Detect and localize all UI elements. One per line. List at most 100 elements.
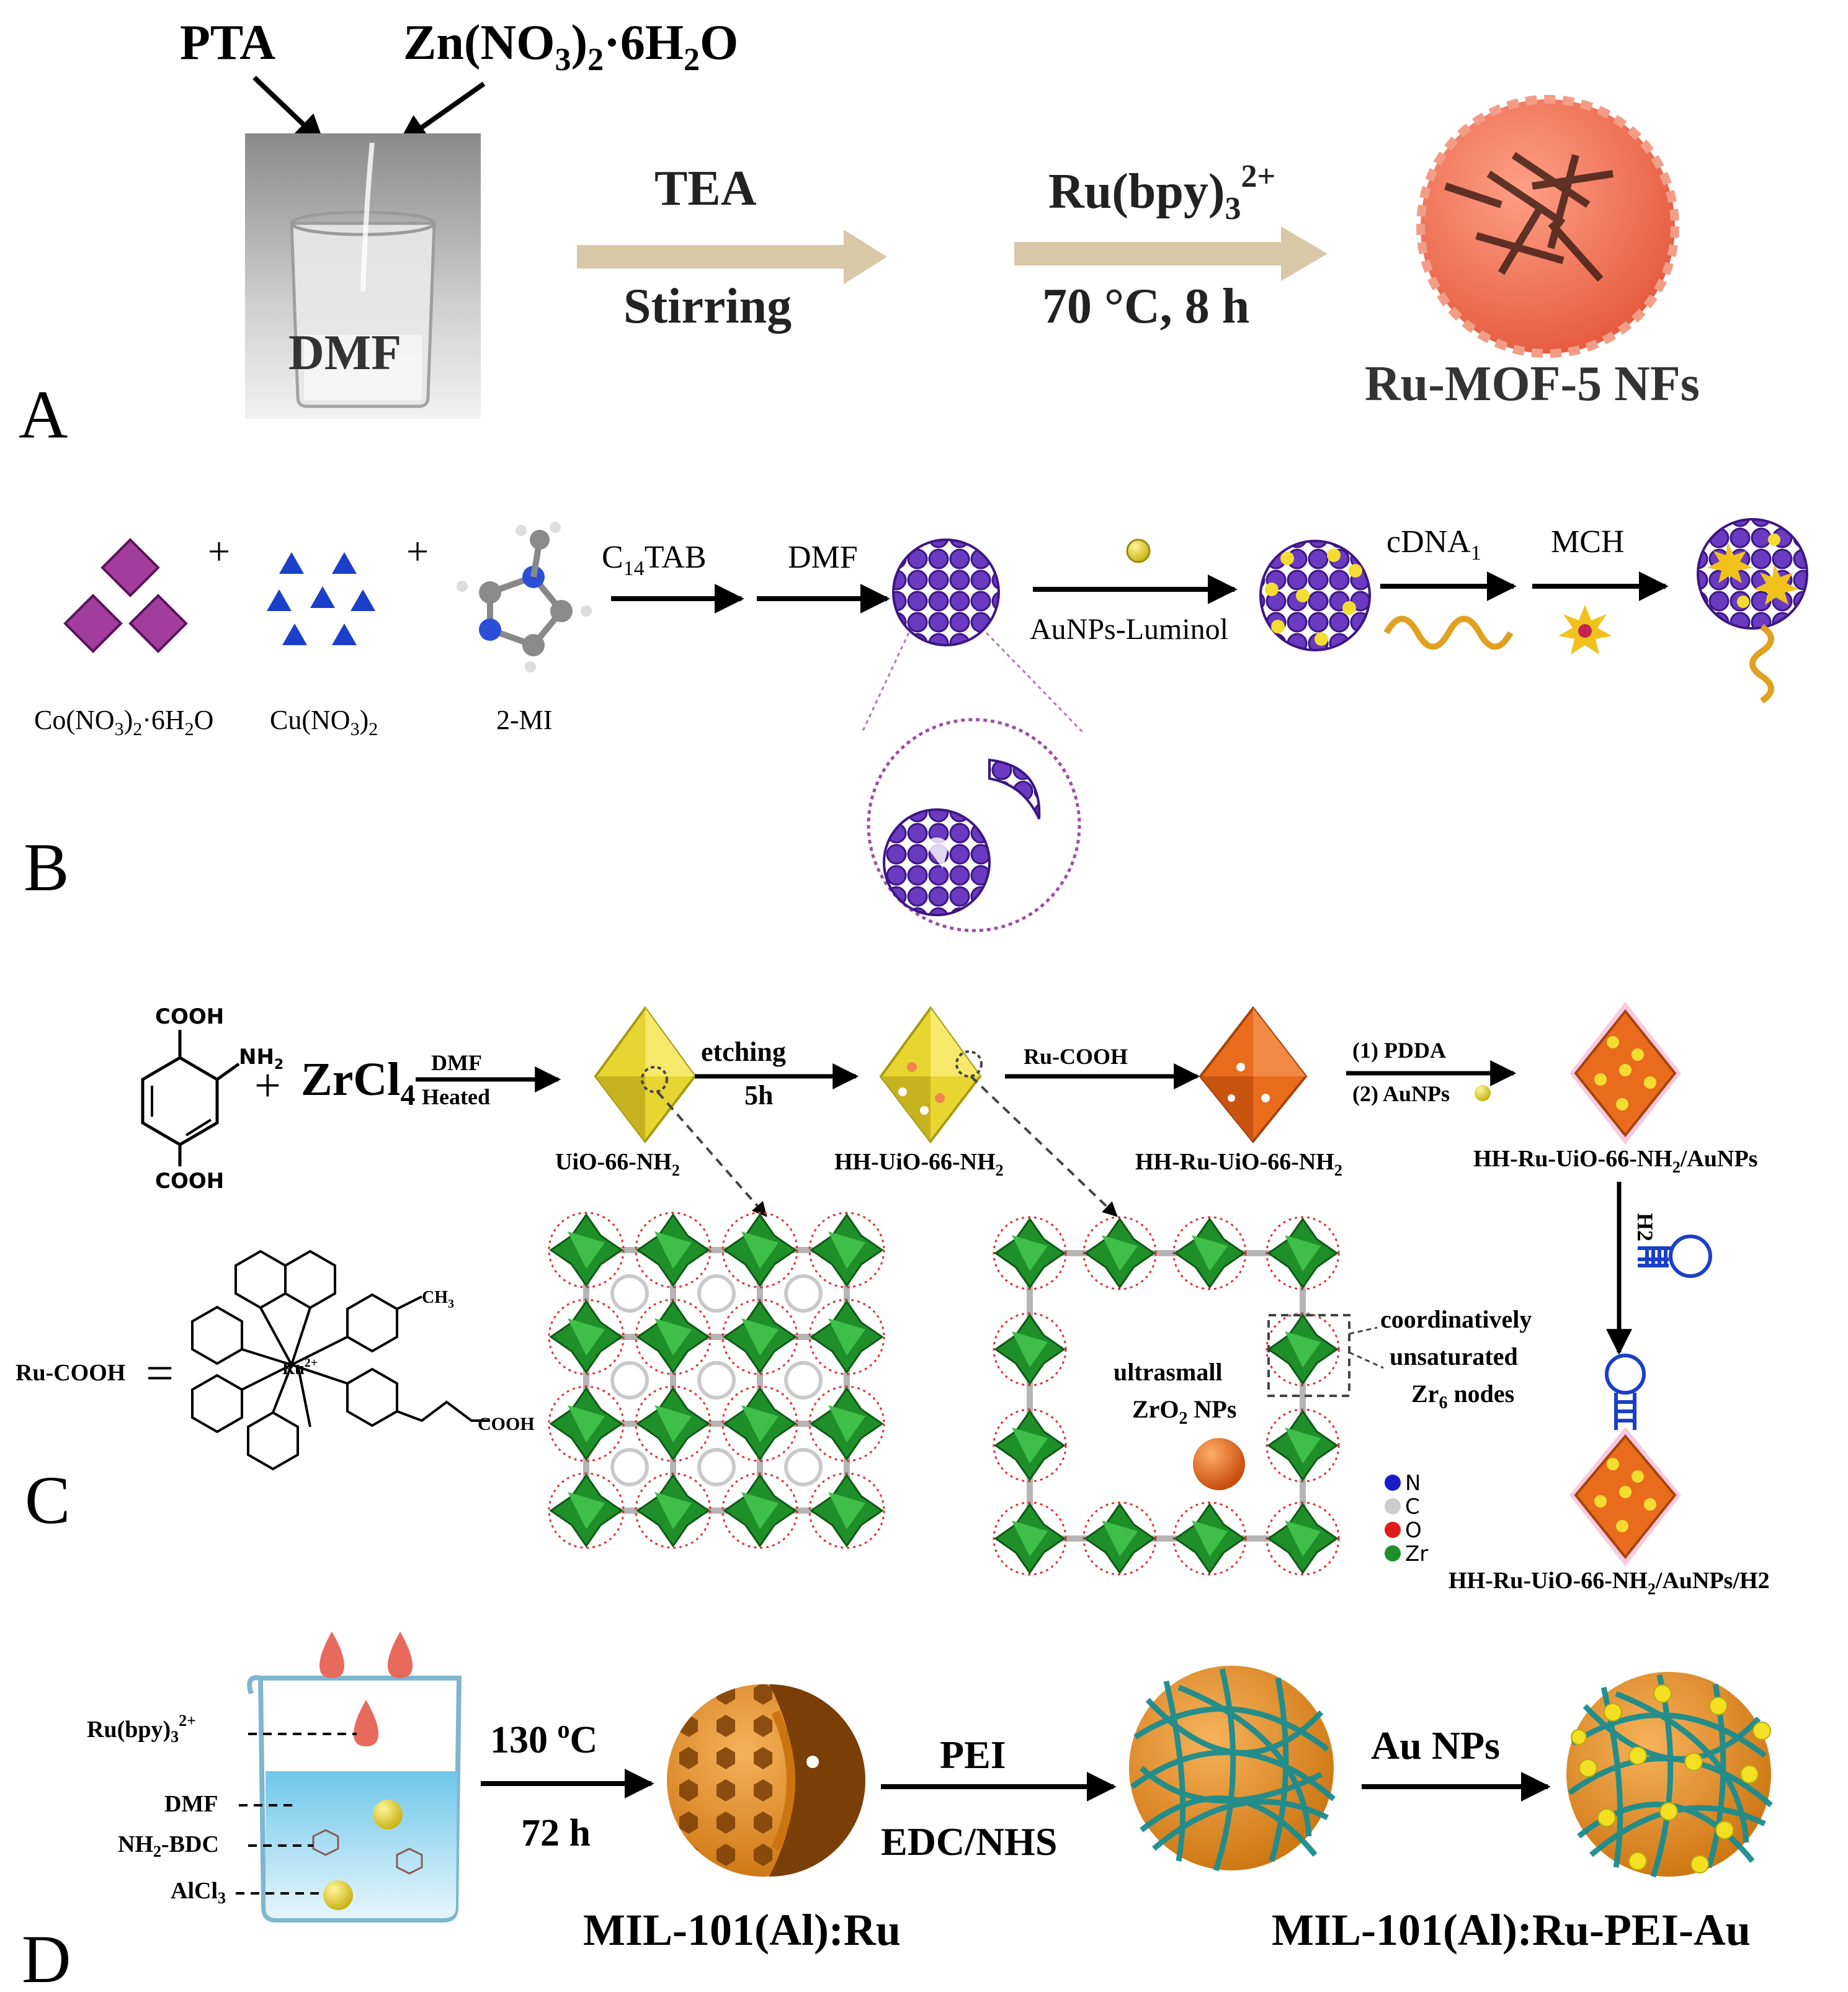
panel-b: B + + xyxy=(24,518,1808,932)
pore xyxy=(697,1274,736,1313)
step-d2-bottom: EDC/NHS xyxy=(881,1820,1058,1864)
zr6-node xyxy=(721,1298,798,1375)
h2-label: H2 xyxy=(1633,1213,1658,1241)
step-c2-top: etching xyxy=(701,1037,786,1067)
co-cu-zif-sphere xyxy=(892,538,1000,646)
arrow-zn-to-beaker xyxy=(398,81,486,145)
unsaturated-node-box xyxy=(1267,1314,1350,1397)
aunp-c-icon xyxy=(1475,1085,1491,1101)
product-ru-mof-5-nfs: Ru-MOF-5 NFs xyxy=(1365,357,1700,411)
product-c1-label: UiO-66-NH2 xyxy=(555,1149,680,1179)
step-b2-label: DMF xyxy=(788,540,858,575)
copper-pyramids xyxy=(267,552,375,645)
step-a1-bottom: Stirring xyxy=(623,279,792,334)
zr6-node xyxy=(548,1298,625,1375)
zrcl4-label: ZrCl4 xyxy=(301,1053,415,1112)
droplet-2 xyxy=(388,1632,413,1678)
hh-uio-66-nh2-octahedron xyxy=(879,1006,983,1144)
legend-c: C xyxy=(1405,1494,1420,1519)
step-d3-top: Au NPs xyxy=(1371,1723,1500,1767)
reagent-copper-nitrate: Cu(NO3)2 xyxy=(270,705,378,739)
zro2-nanoparticle xyxy=(1193,1438,1245,1490)
zif-aunps-sphere xyxy=(1259,540,1371,651)
pore xyxy=(610,1448,649,1486)
zoom-arrow-hh-uio xyxy=(970,1075,1118,1217)
hh-ru-uio-aunps-octahedron xyxy=(1569,1002,1681,1145)
pore xyxy=(697,1448,736,1486)
legend-n: N xyxy=(1405,1471,1421,1496)
reagent-pta: PTA xyxy=(180,16,275,70)
step-d1-bottom: 72 h xyxy=(521,1812,591,1854)
ru-complex-structure xyxy=(191,1249,490,1471)
reagent-zinc-nitrate: Zn(NO3)2·6H2O xyxy=(403,16,738,78)
plus-c: + xyxy=(254,1060,281,1112)
step-d1-top: 130 oC xyxy=(490,1715,597,1761)
panel-a: A PTA Zn(NO3)2·6H2O DMF TEA Stirring Ru(… xyxy=(19,16,1700,452)
beaker-dmf: DMF xyxy=(245,133,481,419)
element-legend: N C O Zr xyxy=(1385,1471,1428,1566)
zr6-node xyxy=(1265,1312,1340,1387)
final-c-hairpin-icon xyxy=(1605,1354,1646,1430)
pore xyxy=(697,1361,736,1400)
annot-zr6-nodes: Zr6 nodes xyxy=(1411,1380,1514,1413)
ch3-label: CH3 xyxy=(422,1288,454,1311)
equals-sign: = xyxy=(146,1346,174,1401)
zr6-node xyxy=(1265,1501,1340,1576)
step-a1-top: TEA xyxy=(654,161,757,216)
zr6-node xyxy=(721,1472,798,1549)
zoom-arrow-uio xyxy=(656,1091,767,1217)
node-pointer-2 xyxy=(1349,1351,1384,1369)
cooh-chain-label: COOH xyxy=(478,1414,535,1434)
hh-ru-uio-aunps-h2-octahedron xyxy=(1569,1427,1681,1566)
beaker-d xyxy=(247,1632,462,1923)
hollow-sphere-inset xyxy=(867,718,1081,932)
zr6-node xyxy=(635,1298,712,1375)
pore xyxy=(784,1361,823,1400)
label-nh2-bdc: NH2-BDC xyxy=(118,1831,219,1860)
product-c3-label: HH-Ru-UiO-66-NH2 xyxy=(1135,1149,1342,1179)
zr6-node xyxy=(1082,1501,1157,1576)
step-c1-top: DMF xyxy=(431,1050,482,1075)
zr6-node xyxy=(993,1408,1067,1483)
legend-zr: Zr xyxy=(1405,1542,1428,1566)
step-a2-top: Ru(bpy)32+ xyxy=(1048,159,1275,226)
step-b4-label: cDNA1 xyxy=(1386,524,1481,565)
step-d2-top: PEI xyxy=(940,1733,1006,1777)
droplet-3 xyxy=(354,1700,378,1746)
product-c2-label: HH-UiO-66-NH2 xyxy=(834,1149,1004,1179)
aunp-luminol-icon xyxy=(1126,538,1151,563)
pore xyxy=(610,1274,649,1313)
droplet-1 xyxy=(319,1632,344,1678)
zr6-node xyxy=(1265,1408,1340,1483)
panel-c-letter: C xyxy=(25,1462,70,1538)
uio-66-nh2-octahedron xyxy=(594,1006,697,1144)
zr6-node xyxy=(993,1312,1067,1387)
label-alcl3: AlCl3 xyxy=(171,1878,226,1907)
step-b3-label: AuNPs-Luminol xyxy=(1030,613,1228,646)
h2-hairpin-icon xyxy=(1638,1235,1712,1278)
pore xyxy=(610,1361,649,1400)
panel-b-letter: B xyxy=(24,829,69,905)
mil-101-al-ru-sphere xyxy=(667,1684,865,1877)
ru-center-label: Ru2+ xyxy=(282,1356,318,1378)
step-c3-top: Ru-COOH xyxy=(1024,1044,1128,1069)
step-c4-bottom: (2) AuNPs xyxy=(1352,1081,1450,1106)
zoom-line-left xyxy=(861,632,910,733)
product-d1-label: MIL-101(Al):Ru xyxy=(583,1905,901,1955)
panel-c: C COOH NH2 COOH + ZrCl4 DMF Heated UiO-6… xyxy=(16,1002,1770,1598)
zr6-node xyxy=(808,1298,885,1375)
step-b5-label: MCH xyxy=(1551,524,1624,560)
2-methylimidazole-molecule xyxy=(457,522,592,672)
product-c5-label: HH-Ru-UiO-66-NH2/AuNPs/H2 xyxy=(1448,1568,1770,1598)
annot-zro2-nps: ZrO2 NPs xyxy=(1132,1395,1236,1428)
plus-b2: + xyxy=(406,529,429,573)
mch-star-icon xyxy=(1558,605,1612,654)
step-c4-top: (1) PDDA xyxy=(1352,1038,1446,1063)
hh-uio-66-lattice xyxy=(993,1216,1340,1576)
panel-d-letter: D xyxy=(22,1921,71,1992)
cobalt-octahedra xyxy=(63,538,188,653)
zoom-line-right xyxy=(985,632,1084,733)
step-c2-bottom: 5h xyxy=(744,1080,773,1110)
zr6-node xyxy=(548,1472,625,1549)
